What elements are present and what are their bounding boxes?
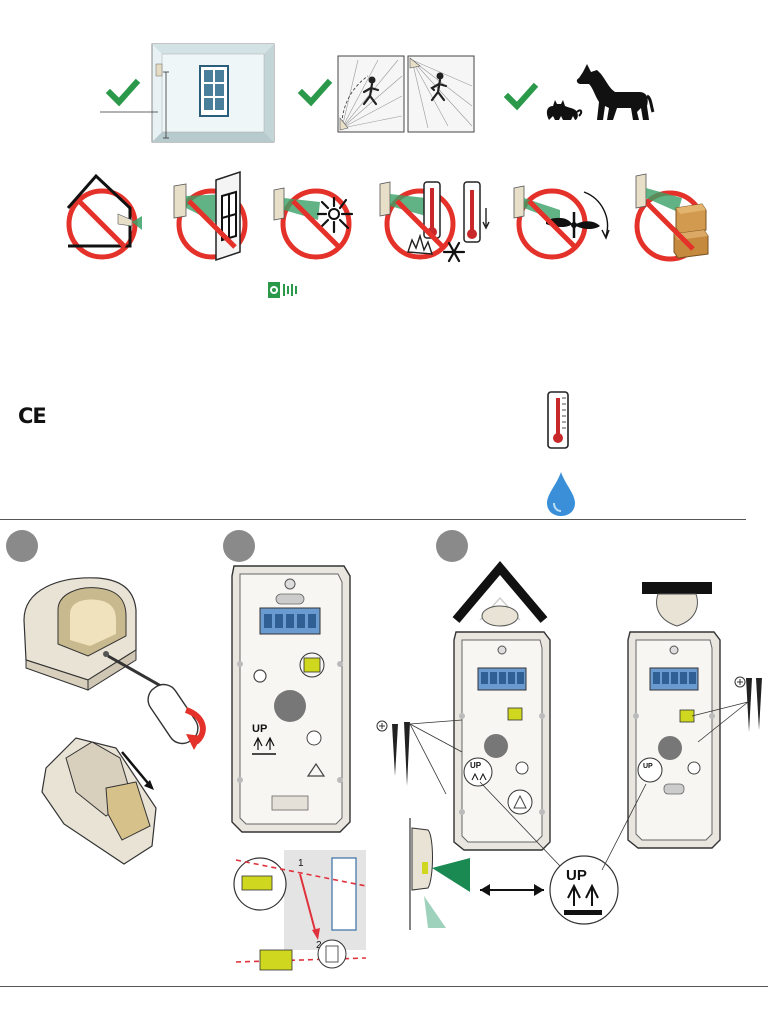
step-1-marker bbox=[6, 530, 38, 562]
screw-icon-2 bbox=[691, 676, 762, 743]
detection-zone-icon bbox=[337, 55, 475, 133]
leader-lines bbox=[479, 781, 647, 871]
detector-screwdriver-illustration bbox=[23, 577, 206, 750]
wall-mount-height-icon bbox=[100, 43, 275, 143]
bottom-divider bbox=[0, 986, 768, 987]
no-heat-source-icon bbox=[379, 181, 490, 263]
up-label-small: UP bbox=[470, 761, 482, 770]
no-obstruction-icon bbox=[634, 173, 709, 262]
pet-immunity-icon bbox=[546, 64, 655, 120]
up-label-large: UP bbox=[566, 867, 587, 884]
ce-mark: CE bbox=[18, 404, 47, 428]
step-3-marker bbox=[436, 530, 468, 562]
section-divider bbox=[0, 519, 746, 520]
ceiling-mount-icon bbox=[642, 582, 712, 627]
callout-1: 1 bbox=[298, 858, 304, 869]
cover-slide-illustration bbox=[41, 737, 157, 865]
check-icon bbox=[105, 78, 141, 107]
ceiling-back-plate: UP bbox=[627, 631, 721, 849]
certification-logo-icon bbox=[268, 282, 297, 298]
humidity-drop-icon bbox=[547, 472, 575, 516]
back-plate-illustration: UP bbox=[231, 565, 351, 833]
thermometer-icon bbox=[547, 391, 569, 449]
check-icon bbox=[297, 78, 333, 107]
orientation-detail: UP bbox=[409, 818, 619, 930]
step-2-marker bbox=[223, 530, 255, 562]
corner-back-plate: UP bbox=[453, 631, 551, 851]
up-label-small-2: UP bbox=[643, 763, 653, 770]
no-window-icon bbox=[173, 170, 248, 262]
callout-2: 2 bbox=[316, 940, 322, 951]
no-sunlight-icon bbox=[273, 187, 354, 260]
no-outdoor-icon bbox=[66, 173, 142, 260]
screw-icon bbox=[376, 719, 463, 795]
wire-entry-detail: 1 2 bbox=[233, 850, 367, 971]
corner-mount-roof-icon bbox=[452, 561, 548, 627]
up-label: UP bbox=[252, 723, 267, 735]
check-icon bbox=[503, 82, 539, 111]
no-fan-icon bbox=[513, 185, 610, 260]
